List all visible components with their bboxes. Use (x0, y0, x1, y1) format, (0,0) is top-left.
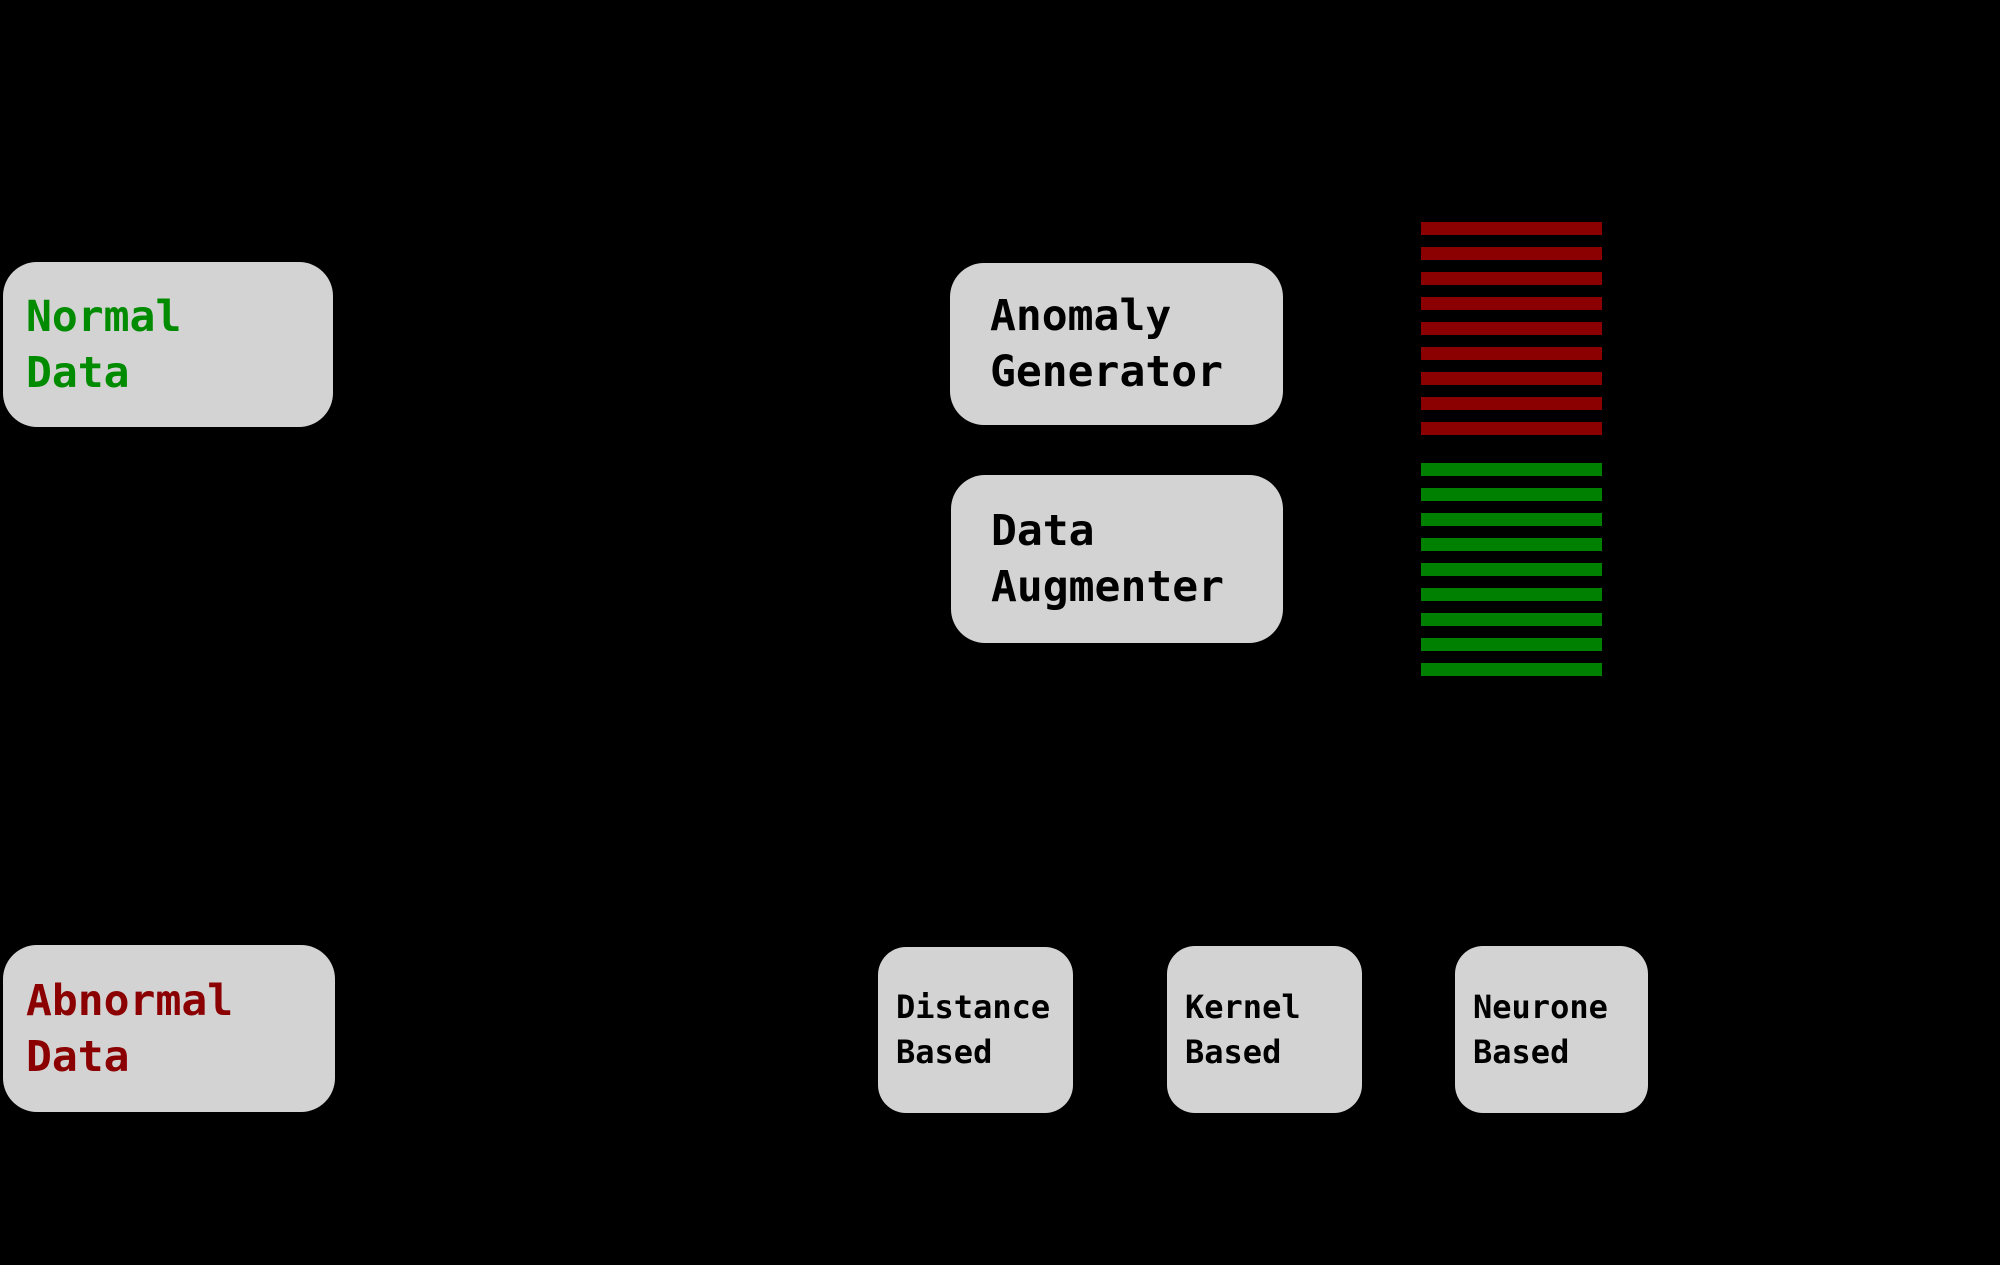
data-augmenter-node: Data Augmenter (951, 475, 1283, 643)
data-stripe (1421, 563, 1602, 576)
anomaly-generator-node: Anomaly Generator (950, 263, 1283, 425)
node-label-line: Generator (990, 347, 1223, 397)
data-stripe (1421, 297, 1602, 310)
red-stripe-stack (1421, 222, 1602, 435)
data-stripe (1421, 613, 1602, 626)
data-stripe (1421, 422, 1602, 435)
data-stripe (1421, 538, 1602, 551)
node-label-line: Neurone (1473, 987, 1608, 1026)
node-label-line: Distance (896, 988, 1051, 1026)
data-stripe (1421, 222, 1602, 235)
node-label-line: Normal (26, 291, 182, 342)
data-stripe (1421, 463, 1602, 476)
node-label-line: Based (1185, 1032, 1282, 1071)
abnormal-data-node: Abnormal Data (3, 945, 335, 1112)
data-stripe (1421, 638, 1602, 651)
normal-data-node: Normal Data (3, 262, 333, 427)
data-stripe (1421, 347, 1602, 360)
neurone-based-node: Neurone Based (1455, 946, 1648, 1113)
data-stripe (1421, 488, 1602, 501)
data-stripe (1421, 588, 1602, 601)
node-label-line: Data (26, 347, 130, 398)
data-stripe (1421, 247, 1602, 260)
kernel-based-node: Kernel Based (1167, 946, 1362, 1113)
data-stripe (1421, 272, 1602, 285)
node-label-line: Anomaly (990, 291, 1172, 341)
data-stripe (1421, 513, 1602, 526)
node-label-line: Data (991, 506, 1095, 556)
data-stripe (1421, 663, 1602, 676)
data-stripe (1421, 397, 1602, 410)
node-label-line: Based (1473, 1032, 1570, 1071)
node-label-line: Kernel (1185, 987, 1301, 1026)
green-stripe-stack (1421, 463, 1602, 676)
data-stripe (1421, 322, 1602, 335)
node-label-line: Based (896, 1033, 993, 1071)
data-stripe (1421, 372, 1602, 385)
node-label-line: Augmenter (991, 562, 1224, 612)
node-label-line: Abnormal (26, 975, 234, 1026)
distance-based-node: Distance Based (878, 947, 1073, 1113)
node-label-line: Data (26, 1031, 130, 1082)
